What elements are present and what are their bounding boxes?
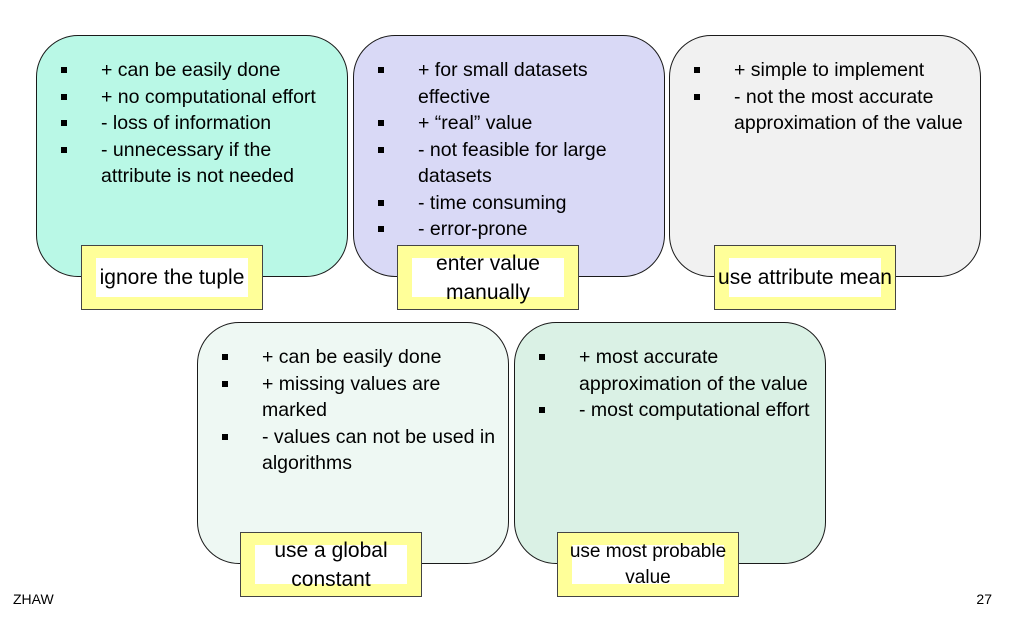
list-item: + can be easily done	[218, 344, 498, 371]
list-item: + for small datasets effective	[374, 57, 654, 110]
list-item: - loss of information	[57, 110, 337, 137]
label-text: enter value manually	[436, 251, 540, 304]
bullet-icon	[378, 146, 384, 153]
bullet-icon	[222, 354, 228, 360]
bullet-icon	[694, 67, 700, 73]
label-enter-manually: enter value manually	[397, 245, 579, 310]
label-global-constant: use a global constant	[240, 532, 422, 597]
card-global-constant: + can be easily done + missing values ar…	[197, 322, 509, 564]
bullet-icon	[378, 67, 384, 73]
list-item: + can be easily done	[57, 57, 337, 84]
bullet-icon	[61, 146, 67, 153]
label-text: ignore the tuple	[99, 266, 245, 289]
list-item: + no computational effort	[57, 84, 337, 111]
card-most-probable: + most accurate approximation of the val…	[514, 322, 826, 564]
list-item: + “real” value	[374, 110, 654, 137]
label-attribute-mean: use attribute mean	[714, 245, 896, 310]
bullet-icon	[378, 199, 384, 206]
bullet-icon	[378, 120, 384, 126]
card-list: + can be easily done + missing values ar…	[218, 344, 498, 477]
list-item: - values can not be used in algorithms	[218, 424, 498, 477]
label-ignore-tuple: ignore the tuple	[81, 245, 263, 310]
list-item: + simple to implement	[690, 57, 970, 84]
list-item: - most computational effort	[535, 397, 815, 424]
list-item: - not the most accurate approximation of…	[690, 84, 970, 137]
bullet-icon	[694, 93, 700, 100]
list-item: - not feasible for large datasets	[374, 137, 654, 190]
bullet-icon	[61, 93, 67, 100]
label-most-probable: use most probable value	[557, 532, 739, 597]
label-text: use a global constant	[274, 538, 388, 591]
label-text: use attribute mean	[718, 266, 892, 289]
card-list: + simple to implement - not the most acc…	[690, 57, 970, 137]
card-list: + can be easily done + no computational …	[57, 57, 337, 190]
list-item: - time consuming	[374, 190, 654, 217]
bullet-icon	[539, 407, 545, 413]
card-list: + for small datasets effective + “real” …	[374, 57, 654, 243]
bullet-icon	[61, 67, 67, 73]
card-ignore-tuple: + can be easily done + no computational …	[36, 35, 348, 277]
card-enter-manually: + for small datasets effective + “real” …	[353, 35, 665, 277]
bullet-icon	[539, 354, 545, 360]
bullet-icon	[378, 226, 384, 232]
footer-org: ZHAW	[13, 591, 54, 607]
list-item: + most accurate approximation of the val…	[535, 344, 815, 397]
card-attribute-mean: + simple to implement - not the most acc…	[669, 35, 981, 277]
card-list: + most accurate approximation of the val…	[535, 344, 815, 424]
list-item: - error-prone	[374, 216, 654, 243]
bullet-icon	[61, 120, 67, 126]
bullet-icon	[222, 380, 228, 387]
list-item: + missing values are marked	[218, 371, 498, 424]
page-number: 27	[976, 591, 992, 607]
bullet-icon	[222, 433, 228, 440]
label-text: use most probable value	[569, 540, 727, 588]
list-item: - unnecessary if the attribute is not ne…	[57, 137, 337, 190]
